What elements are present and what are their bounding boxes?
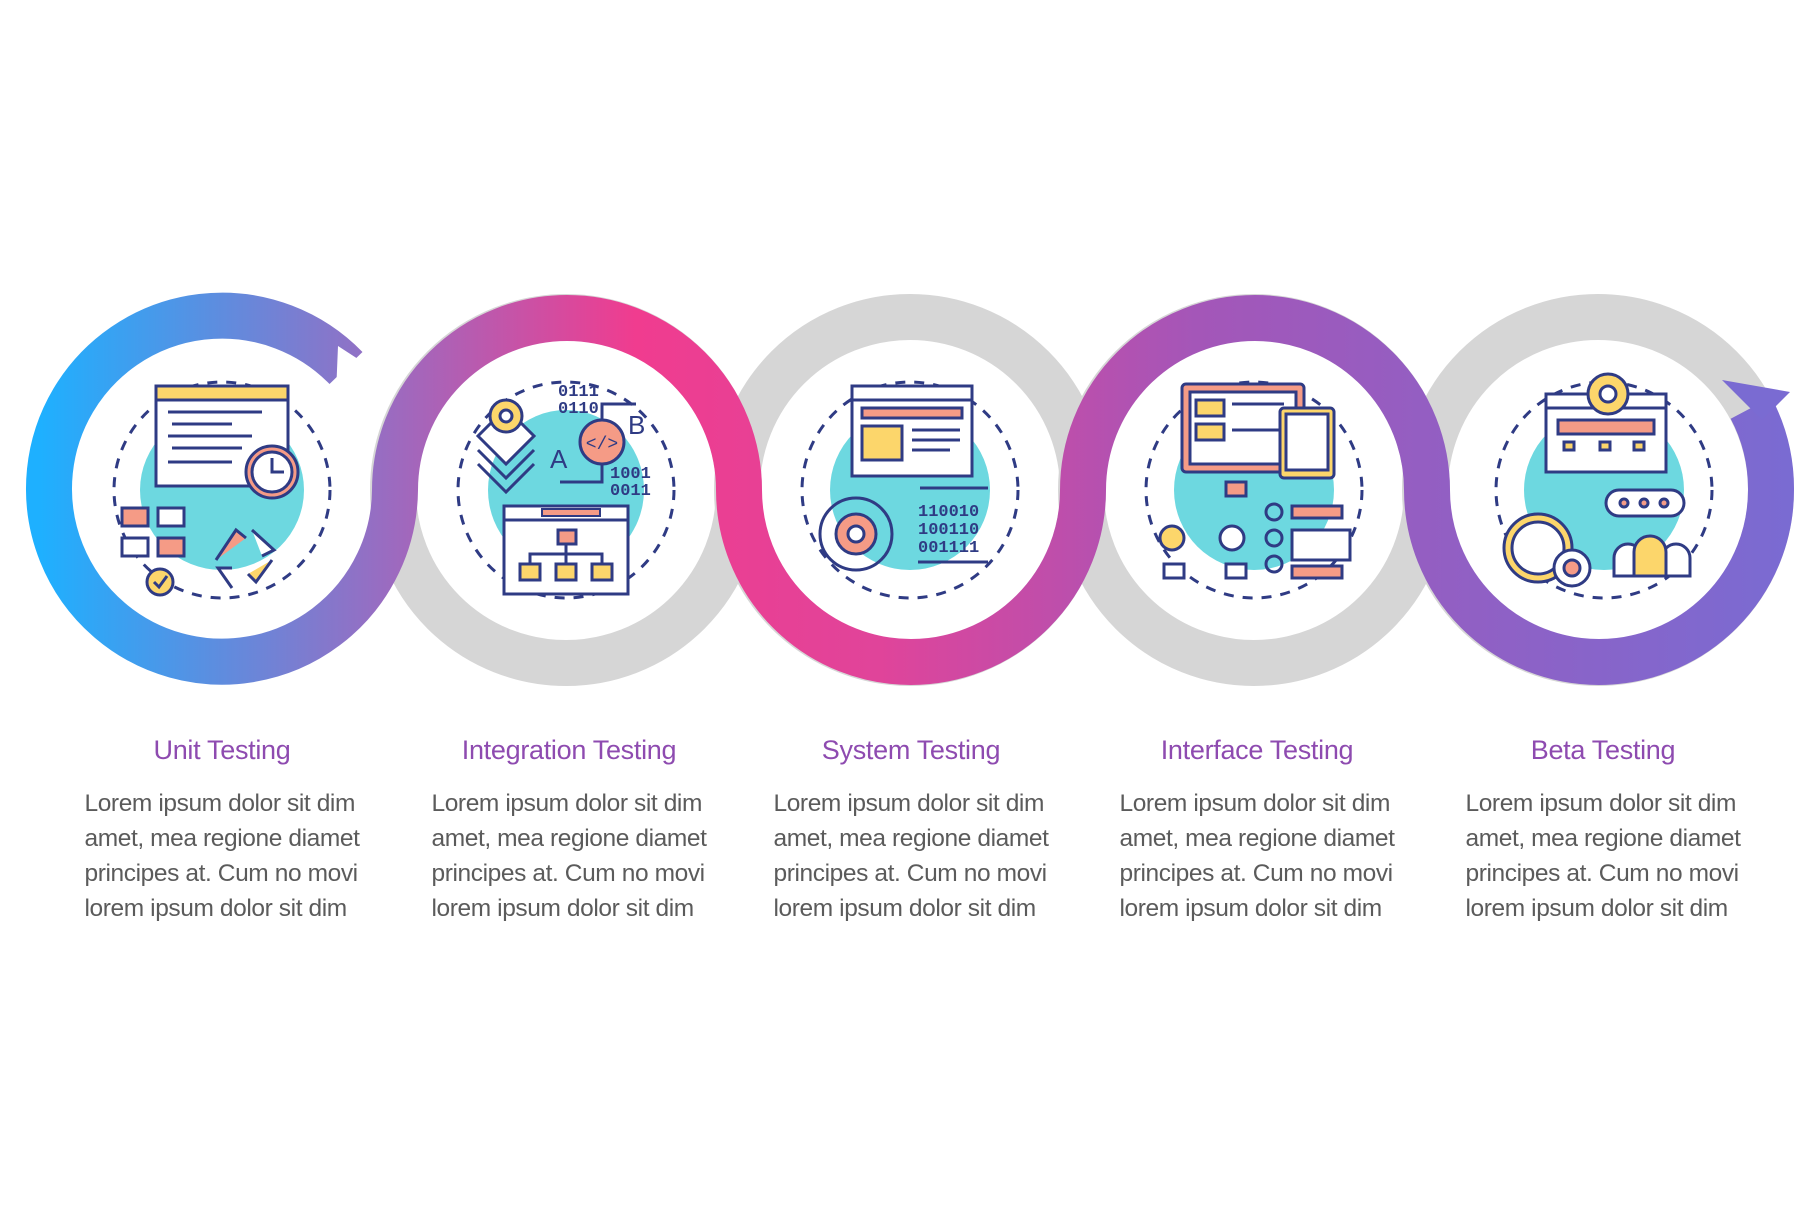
description-line: principes at. Cum no movi: [1465, 860, 1739, 887]
description-line: amet, mea regione diamet: [431, 825, 707, 852]
binary-text: 100110: [918, 521, 979, 540]
gradient-ribbon-path: [26, 292, 1795, 685]
step-description: Lorem ipsum dolor sit dim amet, mea regi…: [84, 786, 359, 926]
arrow-tail-notch: [336, 346, 378, 394]
unit-testing-icon: [112, 380, 332, 600]
description-line: amet, mea regione diamet: [1465, 825, 1741, 852]
binary-text: 0011: [610, 482, 651, 501]
step-title: System Testing: [821, 735, 1001, 765]
binary-text: 0111: [558, 383, 599, 402]
arrow-head: [1722, 380, 1790, 420]
description-line: lorem ipsum dolor sit dim: [431, 895, 694, 922]
step-description: Lorem ipsum dolor sit dim amet, mea regi…: [1119, 786, 1394, 926]
description-line: Lorem ipsum dolor sit dim: [431, 790, 702, 817]
step-title: Unit Testing: [153, 735, 291, 765]
description-line: Lorem ipsum dolor sit dim: [1465, 790, 1736, 817]
description-line: principes at. Cum no movi: [84, 860, 358, 887]
step-title: Integration Testing: [461, 735, 677, 765]
description-line: lorem ipsum dolor sit dim: [1119, 895, 1382, 922]
binary-text: 001111: [918, 539, 979, 558]
step-interface-testing: Interface Testing Lorem ipsum dolor sit …: [1087, 735, 1427, 926]
binary-text: 0110: [558, 400, 599, 419]
description-line: Lorem ipsum dolor sit dim: [1119, 790, 1390, 817]
step-integration-testing: Integration Testing Lorem ipsum dolor si…: [399, 735, 739, 926]
description-line: principes at. Cum no movi: [1119, 860, 1393, 887]
description-line: lorem ipsum dolor sit dim: [773, 895, 1036, 922]
step-unit-testing: Unit Testing Lorem ipsum dolor sit dim a…: [52, 735, 392, 926]
description-line: amet, mea regione diamet: [1119, 825, 1395, 852]
step-system-testing: System Testing Lorem ipsum dolor sit dim…: [741, 735, 1081, 926]
step-description: Lorem ipsum dolor sit dim amet, mea regi…: [1465, 786, 1740, 926]
binary-text: 1001: [610, 465, 651, 484]
description-line: amet, mea regione diamet: [84, 825, 360, 852]
letter-a: A: [550, 444, 568, 474]
step-description: Lorem ipsum dolor sit dim amet, mea regi…: [773, 786, 1048, 926]
description-line: principes at. Cum no movi: [773, 860, 1047, 887]
step-description: Lorem ipsum dolor sit dim amet, mea regi…: [431, 786, 706, 926]
interface-testing-icon: [1144, 380, 1364, 600]
system-testing-icon: 110010 100110 001111: [800, 380, 1020, 600]
letter-b: B: [628, 410, 645, 440]
description-line: Lorem ipsum dolor sit dim: [773, 790, 1044, 817]
description-line: lorem ipsum dolor sit dim: [84, 895, 347, 922]
description-line: Lorem ipsum dolor sit dim: [84, 790, 355, 817]
step-title: Beta Testing: [1530, 735, 1676, 765]
step-title: Interface Testing: [1160, 735, 1354, 765]
svg-text:</>: </>: [586, 435, 618, 455]
integration-testing-icon: </> 0111 0110 1001 0011 A B: [456, 380, 676, 600]
description-line: lorem ipsum dolor sit dim: [1465, 895, 1728, 922]
description-line: principes at. Cum no movi: [431, 860, 705, 887]
binary-text: 110010: [918, 503, 979, 522]
description-line: amet, mea regione diamet: [773, 825, 1049, 852]
beta-testing-icon: [1494, 372, 1714, 600]
step-beta-testing: Beta Testing Lorem ipsum dolor sit dim a…: [1433, 735, 1773, 926]
